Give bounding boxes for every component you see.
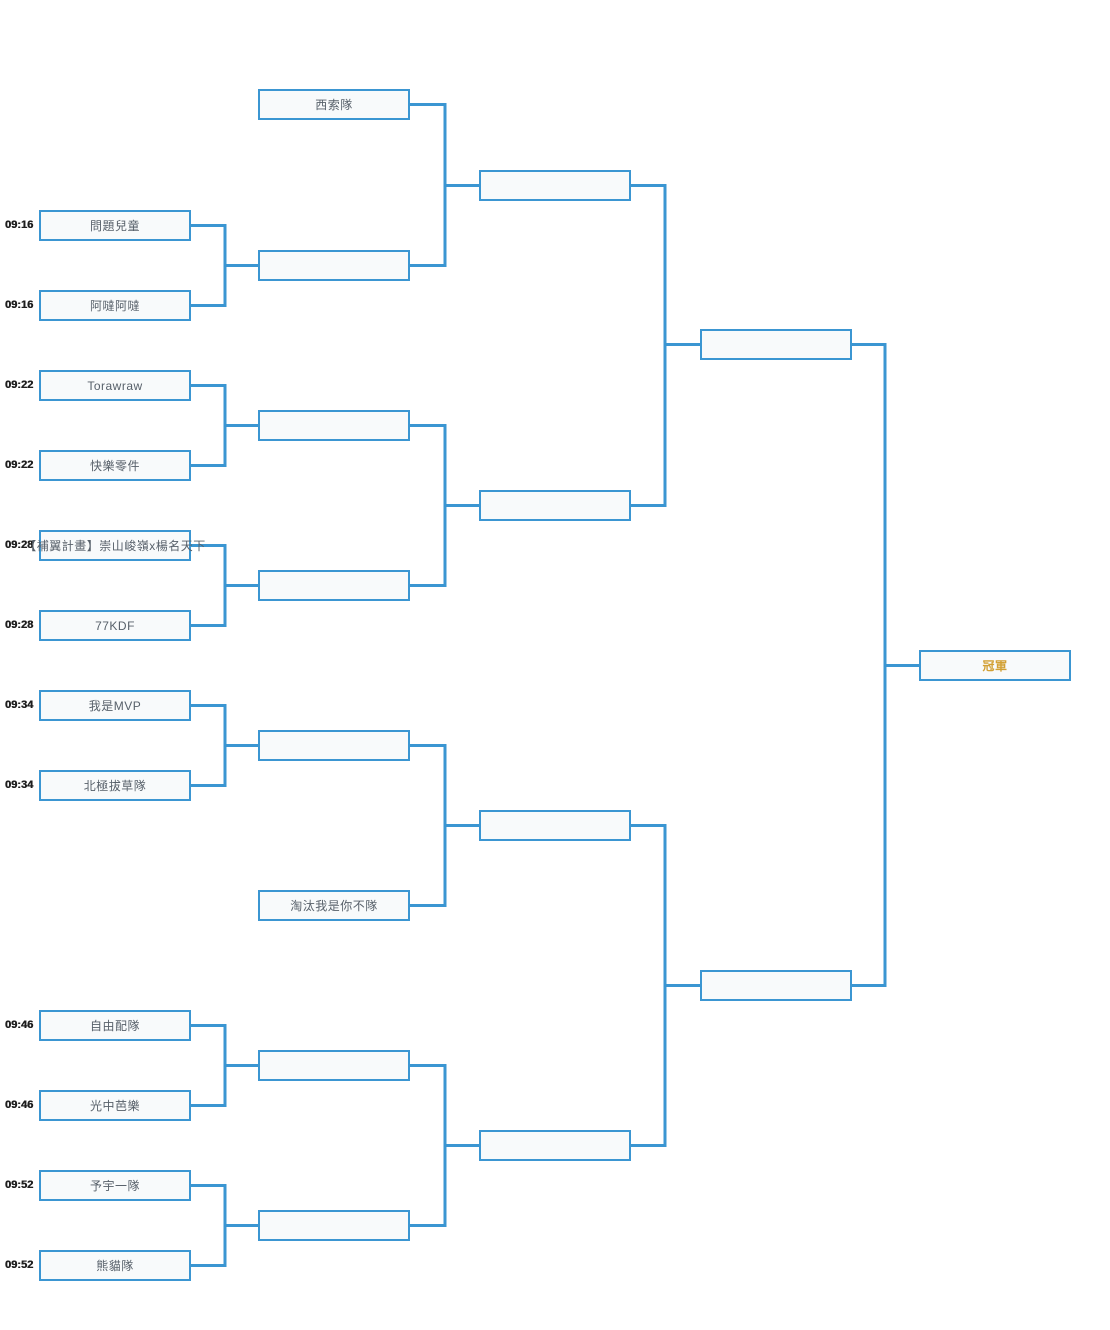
team-box-round2 — [258, 1210, 410, 1241]
champion-label: 冠軍 — [982, 659, 1008, 673]
match-time: 09:16 — [4, 299, 34, 311]
connector-r2-match4 — [408, 1064, 481, 1227]
team-box-round2 — [258, 250, 410, 281]
connector-r3-match1 — [629, 184, 702, 507]
team-box-round1: 77KDF — [39, 610, 191, 641]
team-box-round3 — [479, 170, 631, 201]
connector-r1-match3 — [189, 544, 260, 627]
team-box-round3 — [479, 810, 631, 841]
champion-box: 冠軍 — [919, 650, 1071, 681]
team-name: Torawraw — [87, 378, 143, 393]
team-name: 西索隊 — [315, 98, 353, 112]
team-box-round1: 予宇一隊 — [39, 1170, 191, 1201]
team-box-round1: 北極拔草隊 — [39, 770, 191, 801]
team-box-round1: 問題兒童 — [39, 210, 191, 241]
team-name: 快樂零件 — [89, 459, 140, 473]
team-name: 北極拔草隊 — [83, 779, 147, 793]
team-name: 阿噠阿噠 — [89, 299, 140, 313]
team-name: 予宇一隊 — [89, 1179, 140, 1193]
team-box-round1: 自由配隊 — [39, 1010, 191, 1041]
connector-r1-match6 — [189, 1184, 260, 1267]
team-box-round1: Torawraw — [39, 370, 191, 401]
team-name: 淘汰我是你不隊 — [290, 899, 378, 913]
team-box-round1: 阿噠阿噠 — [39, 290, 191, 321]
team-box-semifinal — [700, 970, 852, 1001]
match-time: 09:46 — [4, 1099, 34, 1111]
team-box-round1: 我是MVP — [39, 690, 191, 721]
team-box-round2: 西索隊 — [258, 89, 410, 120]
team-box-round3 — [479, 490, 631, 521]
team-box-round1: 光中芭樂 — [39, 1090, 191, 1121]
connector-r1-match2 — [189, 384, 260, 467]
match-time: 09:16 — [4, 219, 34, 231]
team-name: 光中芭樂 — [89, 1099, 140, 1113]
match-time: 09:52 — [4, 1259, 34, 1271]
team-name: 77KDF — [95, 618, 135, 633]
match-time: 09:28 — [4, 619, 34, 631]
team-box-round1: 【補翼計畫】崇山峻嶺x楊名天下 — [24, 530, 205, 561]
team-box-round2 — [258, 570, 410, 601]
connector-r1-match4 — [189, 704, 260, 787]
match-time: 09:34 — [4, 699, 34, 711]
match-time: 09:22 — [4, 459, 34, 471]
team-box-round2: 淘汰我是你不隊 — [258, 890, 410, 921]
team-box-round1: 熊貓隊 — [39, 1250, 191, 1281]
connector-semifinal — [850, 343, 921, 987]
team-name: 熊貓隊 — [96, 1259, 134, 1273]
team-box-round2 — [258, 730, 410, 761]
team-box-round1: 快樂零件 — [39, 450, 191, 481]
match-time: 09:34 — [4, 779, 34, 791]
team-box-semifinal — [700, 329, 852, 360]
match-time: 09:28 — [4, 539, 34, 551]
team-name: 我是MVP — [88, 699, 142, 713]
connector-r1-match1 — [189, 224, 260, 307]
team-name: 問題兒童 — [89, 219, 140, 233]
connector-r2-match1 — [408, 103, 481, 267]
connector-r3-match2 — [629, 824, 702, 1147]
team-box-round2 — [258, 410, 410, 441]
team-box-round3 — [479, 1130, 631, 1161]
match-time: 09:22 — [4, 379, 34, 391]
match-time: 09:52 — [4, 1179, 34, 1191]
match-time: 09:46 — [4, 1019, 34, 1031]
team-name: 【補翼計畫】崇山峻嶺x楊名天下 — [24, 539, 206, 553]
connector-r2-match2 — [408, 424, 481, 587]
team-box-round2 — [258, 1050, 410, 1081]
connector-r2-match3 — [408, 744, 481, 907]
team-name: 自由配隊 — [89, 1019, 140, 1033]
connector-r1-match5 — [189, 1024, 260, 1107]
